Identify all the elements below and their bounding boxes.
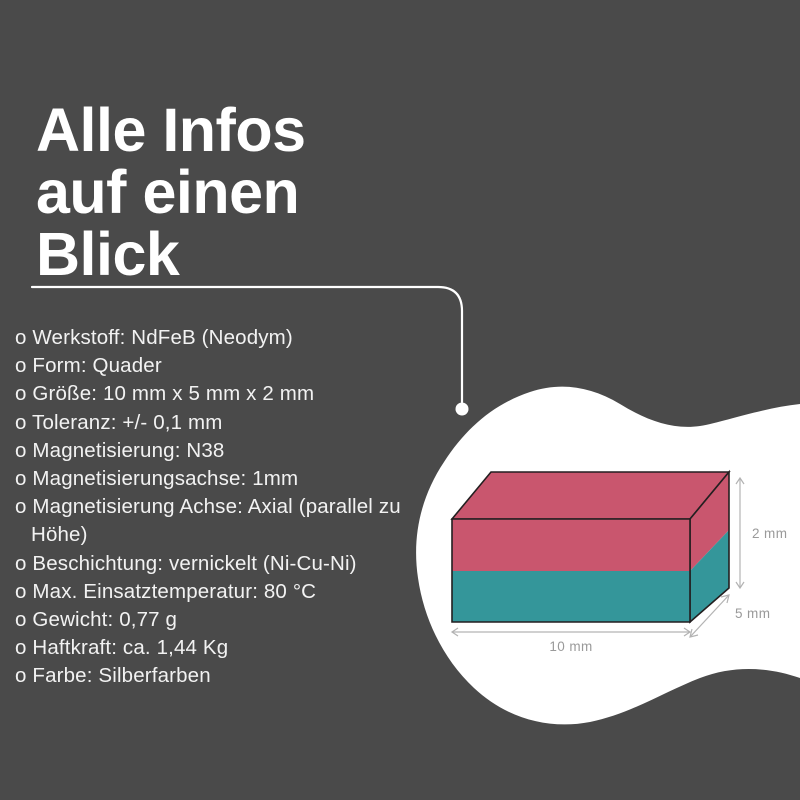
magnet-right-face-north [690, 472, 729, 571]
magnet-front-face-south [452, 571, 690, 622]
specification-list: o Werkstoff: NdFeB (Neodym) o Form: Quad… [15, 324, 415, 691]
list-item: o Max. Einsatztemperatur: 80 °C [15, 578, 415, 606]
bullet-o-icon: o [15, 664, 27, 688]
bullet-o-icon: o [15, 354, 27, 378]
height-arrow-bottom [735, 581, 745, 590]
list-item: o Beschichtung: vernickelt (Ni-Cu-Ni) [15, 550, 415, 578]
list-item: o Magnetisierungsachse: 1mm [15, 465, 415, 493]
bullet-o-icon: o [15, 382, 27, 406]
bullet-o-icon: o [15, 438, 27, 462]
list-item: o Werkstoff: NdFeB (Neodym) [15, 324, 415, 352]
magnet-right-face-south [690, 530, 729, 622]
list-item-label: Toleranz: +/- 0,1 mm [32, 410, 223, 434]
dimension-height: 2 mm [735, 476, 787, 590]
depth-arrow-upper [720, 594, 730, 604]
list-item: o Größe: 10 mm x 5 mm x 2 mm [15, 380, 415, 408]
height-arrow-top [735, 476, 745, 485]
list-item: o Farbe: Silberfarben [15, 662, 415, 690]
bullet-o-icon: o [15, 326, 27, 349]
list-item-label: Gewicht: 0,77 g [32, 608, 178, 632]
list-item-label: Magnetisierungsachse: 1mm [32, 467, 299, 491]
depth-dim-label: 5 mm [735, 606, 770, 621]
bullet-o-icon: o [15, 495, 27, 519]
bullet-o-icon: o [15, 608, 27, 632]
length-arrow-left [450, 627, 459, 637]
bullet-o-icon: o [15, 636, 27, 660]
page-title: Alle Infos auf einen Blick [36, 95, 306, 288]
list-item: o Form: Quader [15, 352, 415, 380]
magnet-top-face [450, 471, 731, 520]
list-item: o Toleranz: +/- 0,1 mm [15, 409, 415, 437]
list-item-label: Beschichtung: vernickelt (Ni-Cu-Ni) [32, 551, 357, 575]
dimension-length: 10 mm [450, 627, 692, 654]
list-item-label: Größe: 10 mm x 5 mm x 2 mm [32, 382, 315, 406]
list-item-label: Magnetisierung: N38 [32, 438, 225, 462]
list-item-label: Form: Quader [32, 354, 162, 378]
list-item: o Magnetisierung Achse: Axial (parallel … [15, 493, 415, 549]
list-item-label: Werkstoff: NdFeB (Neodym) [32, 326, 293, 349]
height-dim-label: 2 mm [752, 526, 787, 541]
depth-arrow-lower [689, 628, 699, 638]
magnet-front-face-outline [451, 518, 691, 623]
bullet-o-icon: o [15, 579, 27, 603]
list-item-label: Farbe: Silberfarben [32, 664, 211, 688]
magnet-illustration: 10 mm 2 mm 5 mm [450, 469, 787, 654]
list-item-label: Max. Einsatztemperatur: 80 °C [32, 579, 317, 603]
depth-dim-line [689, 594, 730, 638]
length-dim-label: 10 mm [549, 639, 592, 654]
dimension-depth: 5 mm [689, 594, 770, 638]
bullet-o-icon: o [15, 410, 27, 434]
length-arrow-right [683, 627, 692, 637]
list-item-label: Haftkraft: ca. 1,44 Kg [32, 636, 229, 660]
list-item: o Haftkraft: ca. 1,44 Kg [15, 634, 415, 662]
magnet-front-face-north [452, 519, 690, 571]
list-item-label: Magnetisierung Achse: Axial (parallel zu… [31, 495, 401, 547]
bullet-o-icon: o [15, 467, 27, 491]
bullet-o-icon: o [15, 551, 27, 575]
list-item: o Gewicht: 0,77 g [15, 606, 415, 634]
list-item: o Magnetisierung: N38 [15, 437, 415, 465]
